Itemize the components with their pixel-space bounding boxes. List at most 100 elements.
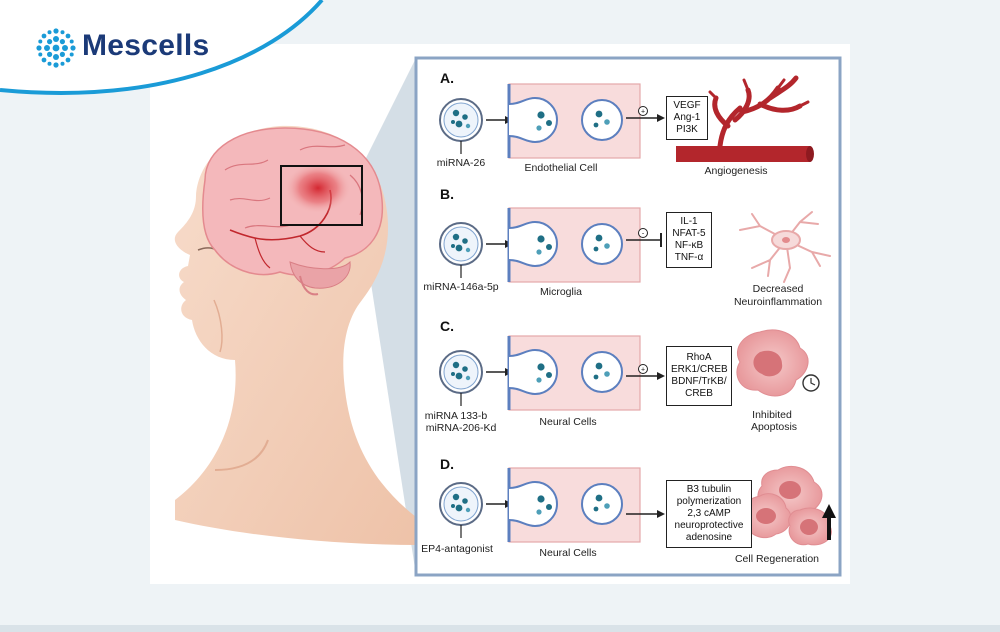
factor-b-3: NF-κB [674,240,704,251]
effect-arrowhead-d [657,510,665,518]
zoom-box [280,165,363,226]
vesicle-cargo-dot [595,362,603,370]
factor-box-a: VEGF Ang-1 PI3K [666,96,708,140]
internal-vesicle-a [581,99,623,141]
exosome-cargo-dot [465,375,471,381]
mirna-label-c-2: miRNA-206-Kd [425,422,497,434]
factor-a-1: VEGF [673,100,701,111]
factor-box-b: IL-1 NFAT-5 NF-κB TNF-α [666,212,712,268]
exosome-cargo-dot [452,233,460,241]
exosome-cargo-dot [452,109,460,117]
exosome-cargo-dot [462,238,468,244]
pocket-cargo-dot [536,125,542,131]
cell-label-d: Neural Cells [539,547,597,559]
exosome-cargo-dot [455,120,463,128]
panel-letter-a: A. [440,70,454,86]
pocket-cargo-dot [546,504,552,510]
exosome-cargo-dot [465,123,471,129]
vesicle-cargo-dot [595,494,603,502]
factor-c-1: RhoA [686,352,712,363]
microglia-illustration [739,211,831,283]
outcome-label-b-1: Decreased [752,283,804,295]
brain-illustration [201,127,384,296]
cell-label-b: Microglia [539,286,583,298]
cell-label-c: Neural Cells [539,416,597,428]
sign-badge-a [638,106,648,116]
factor-a-3: PI3K [676,124,698,135]
outcome-label-d: Cell Regeneration [734,553,820,565]
factor-d-5: adenosine [685,532,733,543]
pocket-cargo-dot [536,377,542,383]
exosome-cargo-dot [465,507,471,513]
mirna-label-a: miRNA-26 [436,157,486,169]
factor-box-d: B3 tubulin polymerization 2,3 cAMP neuro… [666,480,752,548]
dot-flower-logo-icon [36,28,76,68]
sign-badge-text-a: + [641,109,645,116]
apoptosis-cell-illustration [736,329,809,397]
sign-badge-b [638,228,648,238]
exosome-lumen-b [443,226,479,262]
endocytic-pocket-b [508,220,558,268]
sign-badge-text-c: + [641,367,645,374]
outcome-label-a: Angiogenesis [704,165,768,177]
pocket-cargo-dot [537,235,545,243]
vesicle-cargo-dot [593,374,599,380]
factor-b-4: TNF-α [674,252,704,263]
header-curve-line [0,0,324,95]
pocket-cargo-dot [546,244,552,250]
factor-d-1: B3 tubulin [686,484,732,495]
effect-arrowhead-a [657,114,665,122]
factor-c-4: CREB [685,388,713,399]
exosome-cargo-dot [465,247,471,253]
outcome-label-c-1: Inhibited [752,409,792,421]
exosome-cargo-dot [452,361,460,369]
exosome-cargo-dot [462,498,468,504]
exosome-cargo-dot [452,493,460,501]
sign-badge-text-b: - [642,231,645,238]
exosome-lumen-c [443,354,479,390]
pocket-cargo-dot [546,120,552,126]
factor-d-3: 2,3 cAMP [687,508,731,519]
factor-d-2: polymerization [676,496,742,507]
exosome-lumen-d [443,486,479,522]
pocket-cargo-dot [537,363,545,371]
endocytic-pocket-c [508,348,558,396]
brand: Mescells [30,24,209,68]
mirna-label-b: miRNA-146a-5p [423,281,499,293]
exosome-cargo-dot [462,366,468,372]
endocytic-pocket-a [508,96,558,144]
panel-letter-b: B. [440,186,454,202]
internal-vesicle-b [581,223,623,265]
factor-b-1: IL-1 [680,216,698,227]
factor-c-2: ERK1/CREB [671,364,728,375]
vesicle-cargo-dot [604,503,610,509]
vesicle-cargo-dot [595,234,603,242]
regeneration-cells-illustration [740,466,832,546]
mirna-label-d: EP4-antagonist [421,543,493,555]
exosome-cargo-dot [455,504,463,512]
factor-b-2: NFAT-5 [672,228,706,239]
mirna-label-c-1: miRNA 133-b [424,410,488,422]
brand-name: Mescells [82,29,210,62]
vesicle-cargo-dot [593,506,599,512]
factor-box-c: RhoA ERK1/CREB BDNF/TrKB/ CREB [666,346,732,406]
vesicle-cargo-dot [604,119,610,125]
exosome-cargo-dot [451,244,455,248]
header-blob [0,0,322,93]
pocket-cargo-dot [536,249,542,255]
exosome-cargo-dot [462,114,468,120]
exosome-cargo-dot [455,244,463,252]
blood-vessel-illustration [676,75,814,162]
panel-letter-d: D. [440,456,454,472]
vesicle-cargo-dot [604,371,610,377]
exosome-cargo-dot [451,120,455,124]
vesicle-cargo-dot [593,246,599,252]
cell-label-a: Endothelial Cell [524,162,598,174]
internal-vesicle-d [581,483,623,525]
exosome-cargo-dot [451,372,455,376]
panel-letter-c: C. [440,318,454,334]
internal-vesicle-c [581,351,623,393]
pocket-cargo-dot [536,509,542,515]
factor-c-3: BDNF/TrKB/ [671,376,727,387]
pocket-cargo-dot [537,495,545,503]
